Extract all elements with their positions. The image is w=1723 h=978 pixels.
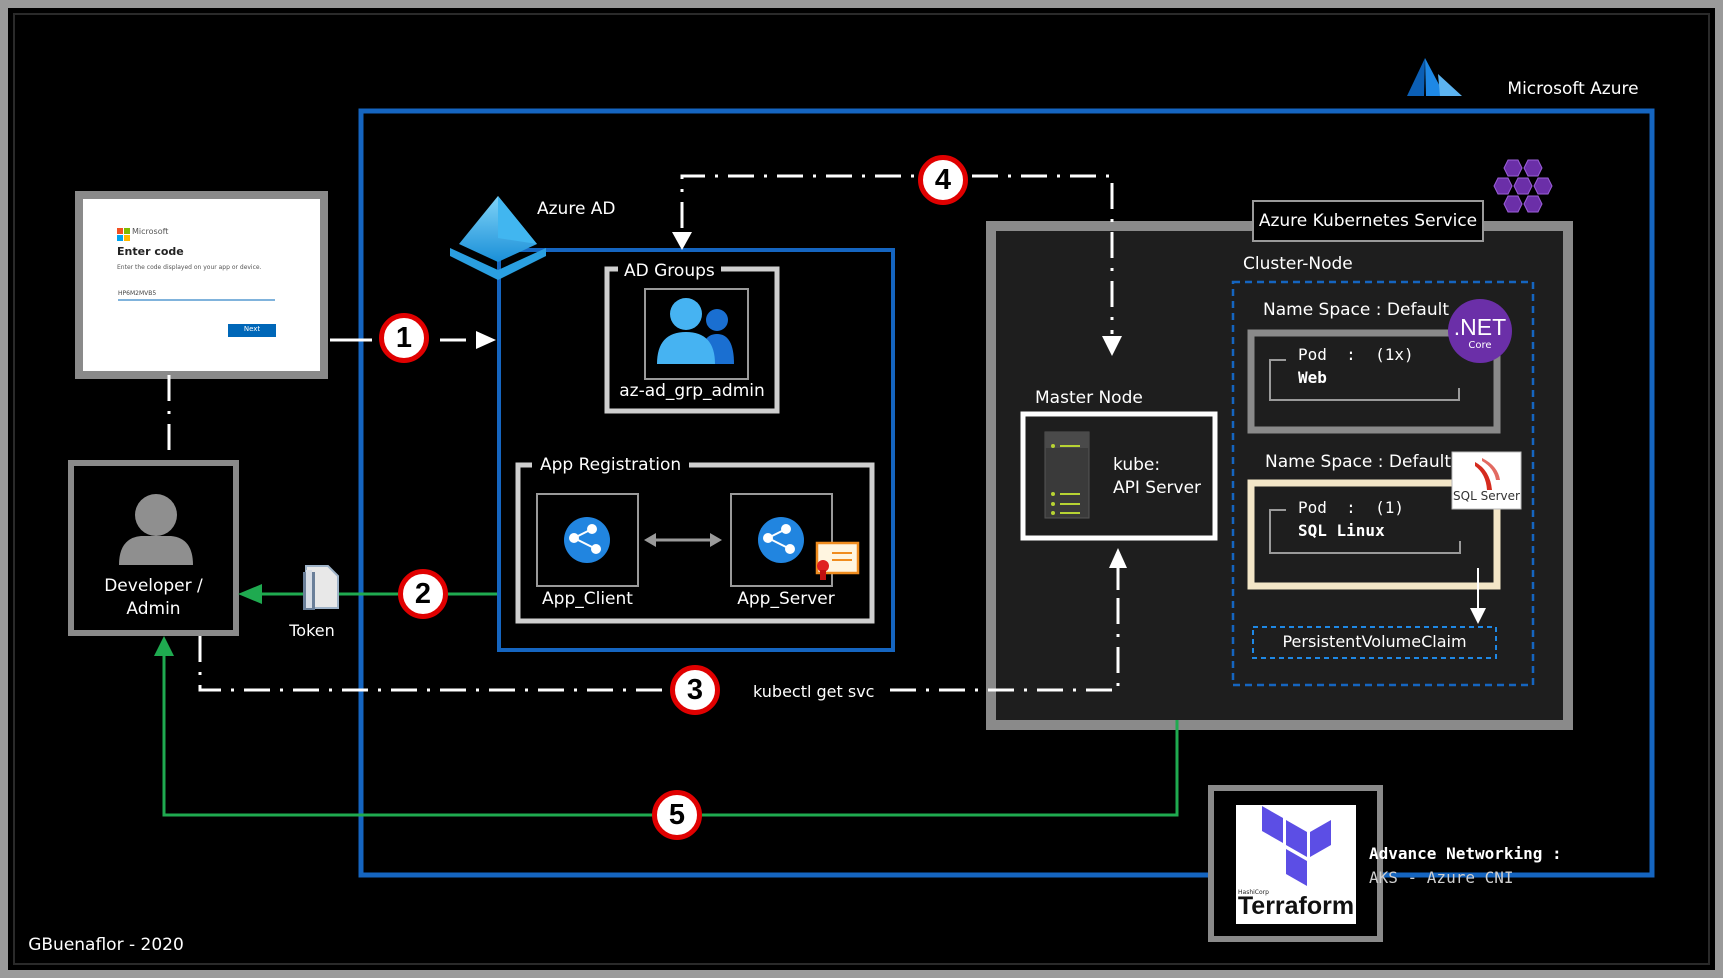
terraform-icon [1262,806,1331,886]
login-window-frame [75,191,328,379]
login-brand: Microsoft [132,227,169,236]
server-icon [1044,431,1090,519]
login-code-field[interactable]: HP6M2MVB5 [118,290,157,297]
step-2-badge: 2 [398,569,448,619]
person-icon [119,494,193,565]
cluster-node-box [1231,280,1535,687]
footer-credit: GBuenaflor - 2020 [28,935,184,955]
login-next-button[interactable]: Next [243,325,261,333]
app-server-label: App_Server [737,589,835,609]
app-server-icon [758,517,804,563]
terraform-logo-text: Terraform [1237,892,1355,920]
terraform-line1: Advance Networking : [1369,844,1562,863]
kubernetes-service-icon [1493,159,1553,213]
pod-web-label: Pod : (1x) [1298,345,1414,364]
master-node-title: Master Node [1035,388,1143,408]
pod-sql-label: Pod : (1) [1298,498,1404,517]
azure-ad-icon [450,196,546,280]
step-4-badge: 4 [918,155,968,205]
azure-label-text: Microsoft Azure [1507,78,1639,99]
login-subtitle: Enter the code displayed on your app or … [117,264,262,271]
terraform-hashicorp: HashiCorp [1238,889,1269,896]
pvc-label: PersistentVolumeClaim [1282,632,1467,651]
dotnet-logo-text: .NET [1453,314,1507,340]
footer-credit-box: GBuenaflor - 2020 [22,929,190,961]
dotnet-logo-bg [1448,299,1512,363]
users-group-icon [657,298,734,364]
login-next-button-bg [228,324,276,337]
inner-frame-line [13,13,1710,965]
namespace-sql-label: Name Space : Default [1265,452,1452,472]
token-document-icon [303,565,339,610]
azure-logo-icon [1407,58,1462,96]
pod-sql-name: SQL Linux [1298,521,1385,540]
pvc-box [1252,626,1497,659]
kubectl-command: kubectl get svc [749,682,879,701]
certificate-icon [815,541,860,580]
app-client-icon [564,517,610,563]
aks-title-box: Azure Kubernetes Service [1252,200,1484,242]
step-3-badge: 3 [670,665,720,715]
app-client-label: App_Client [542,589,633,609]
login-title: Enter code [117,245,184,258]
app-registration-title: App Registration [532,455,690,475]
azure-ad-box [497,248,895,652]
aks-title: Azure Kubernetes Service [1258,211,1478,231]
azure-ad-title: Azure AD [537,199,616,219]
sql-logo-text: SQL Server [1453,489,1520,503]
pod-web-name: Web [1298,368,1327,387]
master-node-line1: kube: [1113,455,1161,475]
step-5-badge: 5 [652,790,702,840]
azure-boundary [358,108,1655,878]
ad-groups-title: AD Groups [618,261,721,281]
azure-label: Microsoft Azure [1494,72,1652,105]
dotnet-logo-sub: Core [1468,340,1492,351]
developer-label-line2: Admin [126,599,181,619]
cluster-node-label: Cluster-Node [1243,254,1353,274]
master-node-line2: API Server [1113,478,1202,498]
developer-label-line1: Developer / [104,576,203,596]
terraform-line2: AKS - Azure CNI [1369,868,1514,887]
namespace-web-label: Name Space : Default [1263,300,1450,320]
ad-group-name: az-ad_grp_admin [619,381,765,401]
step-1-badge: 1 [379,313,429,363]
token-label: Token [289,621,335,640]
